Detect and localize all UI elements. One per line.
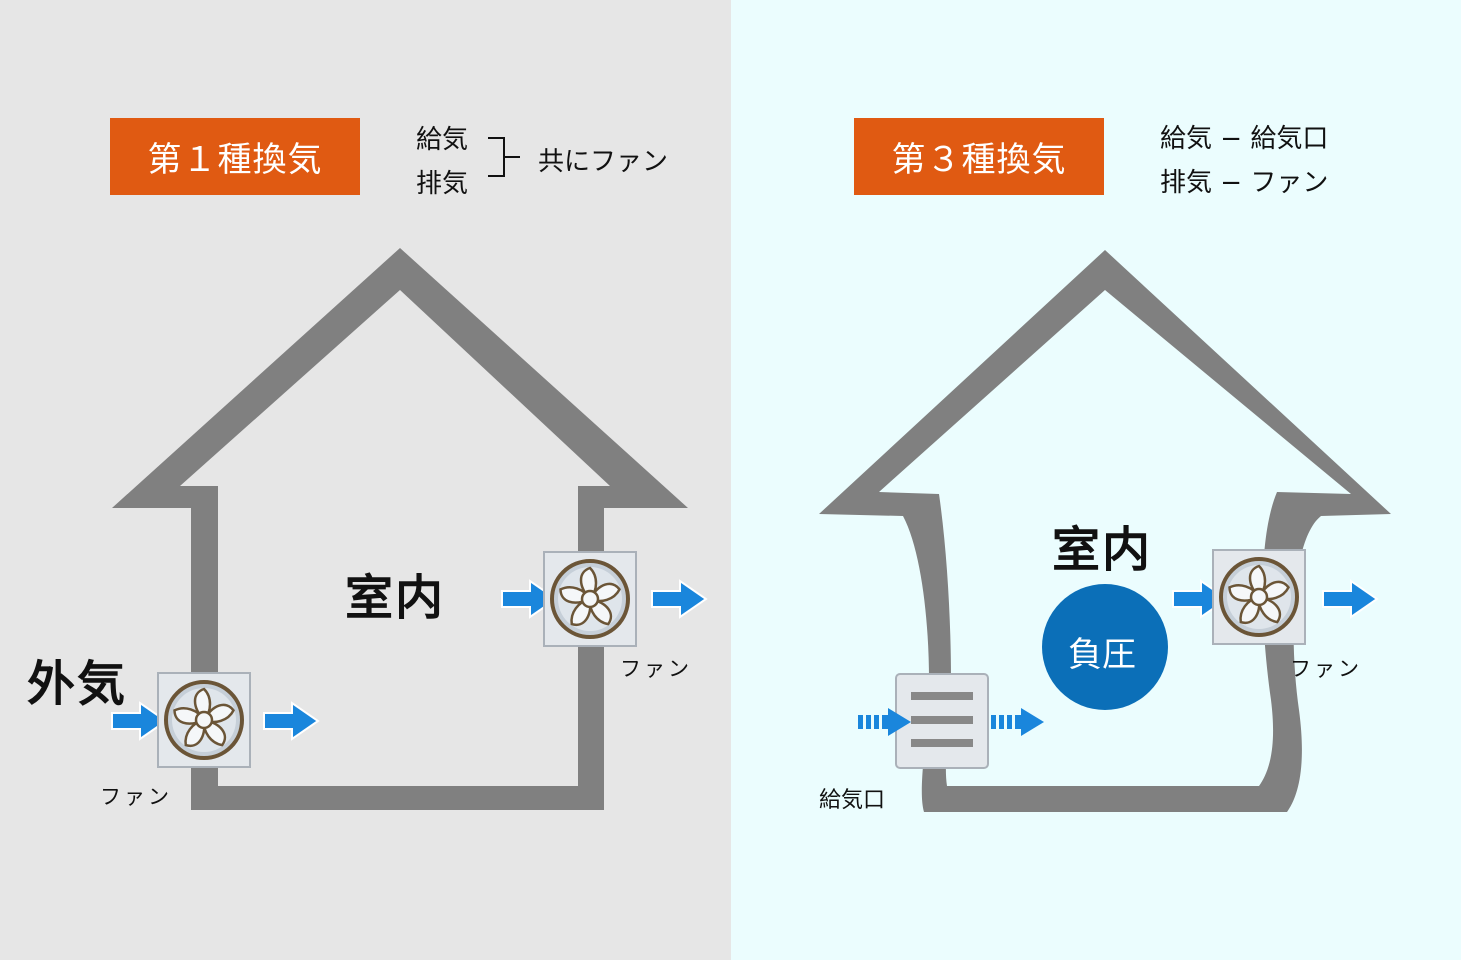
supply-inlet-line: 給気 − 給気口 — [1160, 124, 1329, 154]
negative-pressure-label: 負圧 — [1068, 635, 1136, 675]
room-label: 室内 — [345, 570, 446, 626]
fan-icon-exhaust — [1212, 549, 1306, 645]
arrow-icon-exhaust-out — [1322, 579, 1379, 619]
type1-title: 第１種換気 — [110, 118, 360, 195]
fan-icon-inlet — [157, 672, 251, 768]
supply-label: 給気 — [416, 125, 469, 155]
supply-inlet-label: 給気口 — [819, 788, 886, 813]
exhaust-label: 排気 — [416, 169, 469, 199]
exhaust-fan-line: 排気 − ファン — [1160, 168, 1329, 198]
dashed-arrow-icon-indoor — [991, 708, 1044, 736]
arrow-icon-exhaust-out — [651, 579, 708, 619]
fan-label-inlet: ファン — [100, 785, 172, 809]
fan-label: ファン — [1290, 657, 1362, 681]
arrow-icon-indoor-flow — [263, 701, 320, 741]
dashed-arrow-icon-inflow — [858, 708, 911, 736]
both-fan-label: 共にファン — [538, 147, 669, 177]
arrow-icon-outside-in — [111, 701, 168, 741]
negative-pressure-circle — [1042, 584, 1168, 710]
fan-label-outlet: ファン — [620, 657, 692, 681]
panel-type3: 第３種換気 給気 − 給気口 排気 − ファン 室内 負圧 給気口 ファン — [731, 0, 1461, 960]
room-label: 室内 — [1052, 522, 1153, 578]
type3-title: 第３種換気 — [854, 118, 1104, 195]
vent-icon-inlet — [895, 673, 989, 769]
outside-air-label: 外気 — [27, 656, 128, 712]
type1-illustration — [111, 137, 708, 810]
bracket-icon — [488, 137, 520, 177]
type3-illustration — [819, 250, 1391, 812]
house-outline-deformed — [819, 250, 1391, 812]
panel-type1: 第１種換気 給気 排気 共にファン 室内 外気 ファン ファン — [0, 0, 731, 960]
fan-icon-outlet — [543, 551, 637, 647]
house-outline — [112, 248, 688, 810]
